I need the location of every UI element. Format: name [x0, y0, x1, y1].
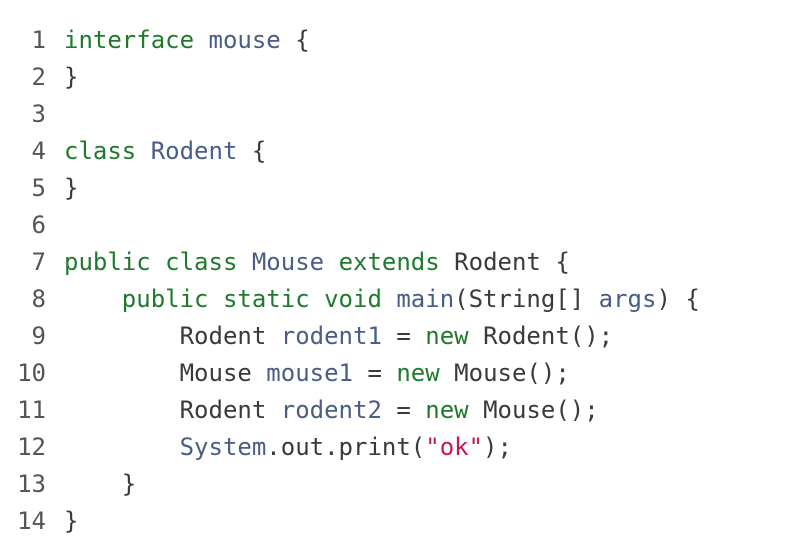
text-token: } [64, 507, 79, 535]
text-token [136, 137, 150, 165]
text-token [209, 285, 223, 313]
line-code: } [46, 466, 800, 503]
line-code: } [46, 170, 800, 207]
text-token [64, 285, 122, 313]
string-token: "ok" [425, 433, 484, 461]
identifier-token: mouse1 [266, 359, 353, 387]
line-code: Rodent rodent1 = new Rodent(); [46, 318, 800, 355]
line-number: 3 [31, 100, 46, 128]
text-token: { [237, 137, 267, 165]
text-token [237, 248, 251, 276]
code-line: 8 public static void main(String[] args)… [0, 281, 800, 318]
keyword-token: public [64, 248, 151, 276]
code-line: 3 [0, 96, 800, 133]
line-number: 1 [31, 26, 46, 54]
line-number: 2 [31, 63, 46, 91]
text-token [324, 248, 338, 276]
identifier-token: rodent1 [280, 322, 382, 350]
keyword-token: new [396, 359, 440, 387]
line-number: 4 [31, 137, 46, 165]
keyword-token: extends [338, 248, 440, 276]
keyword-token: new [425, 322, 469, 350]
line-number: 6 [31, 211, 46, 239]
line-number: 5 [31, 174, 46, 202]
text-token: (String[] [454, 285, 599, 313]
line-number: 7 [31, 248, 46, 276]
text-token: ); [483, 433, 512, 461]
identifier-token: mouse [208, 26, 281, 54]
identifier-token: System [179, 433, 267, 461]
keyword-token: class [165, 248, 238, 276]
text-token: { [280, 26, 310, 54]
keyword-token: class [64, 137, 137, 165]
text-token [151, 248, 165, 276]
identifier-token: Mouse [251, 248, 325, 276]
text-token: } [64, 470, 137, 498]
text-token [382, 285, 396, 313]
text-token: Rodent [64, 322, 281, 350]
line-code: public static void main(String[] args) { [46, 281, 800, 318]
keyword-token: void [324, 285, 382, 313]
text-token: Rodent [64, 396, 281, 424]
text-token: = [381, 396, 426, 424]
code-line: 12 System.out.print("ok"); [0, 429, 800, 466]
code-line: 14} [0, 503, 800, 540]
text-token: Mouse(); [468, 396, 599, 424]
text-token: Rodent(); [468, 322, 614, 350]
line-number: 12 [17, 433, 46, 461]
line-code: System.out.print("ok"); [46, 429, 800, 466]
line-number: 14 [17, 507, 46, 535]
line-code: } [46, 503, 800, 540]
text-token: Mouse(); [439, 359, 570, 387]
line-number: 11 [17, 396, 46, 424]
identifier-token: Rodent [150, 137, 238, 165]
text-token [64, 433, 180, 461]
keyword-token: new [425, 396, 469, 424]
text-token: Mouse [64, 359, 267, 387]
text-token: = [381, 322, 426, 350]
identifier-token: main [396, 285, 455, 313]
code-line: 9 Rodent rodent1 = new Rodent(); [0, 318, 800, 355]
line-number: 8 [31, 285, 46, 313]
text-token: Rodent { [439, 248, 570, 276]
code-line: 5} [0, 170, 800, 207]
text-token: = [353, 359, 397, 387]
line-code: } [46, 59, 800, 96]
code-line: 13 } [0, 466, 800, 503]
text-token: .out.print( [266, 433, 426, 461]
text-token [194, 26, 208, 54]
identifier-token: args [598, 285, 657, 313]
line-code: class Rodent { [46, 133, 800, 170]
text-token [310, 285, 324, 313]
code-line: 6 [0, 207, 800, 244]
text-token: ) { [656, 285, 700, 313]
line-number: 9 [31, 322, 46, 350]
line-number: 10 [17, 359, 46, 387]
text-token: } [64, 174, 79, 202]
line-code: interface mouse { [46, 22, 800, 59]
keyword-token: interface [64, 26, 195, 54]
identifier-token: rodent2 [280, 396, 382, 424]
text-token: } [64, 63, 79, 91]
line-code: public class Mouse extends Rodent { [46, 244, 800, 281]
keyword-token: static [222, 285, 310, 313]
keyword-token: public [121, 285, 209, 313]
line-code: Rodent rodent2 = new Mouse(); [46, 392, 800, 429]
line-number: 13 [17, 470, 46, 498]
code-line: 11 Rodent rodent2 = new Mouse(); [0, 392, 800, 429]
line-code: Mouse mouse1 = new Mouse(); [46, 355, 800, 392]
code-line: 10 Mouse mouse1 = new Mouse(); [0, 355, 800, 392]
code-line: 2} [0, 59, 800, 96]
